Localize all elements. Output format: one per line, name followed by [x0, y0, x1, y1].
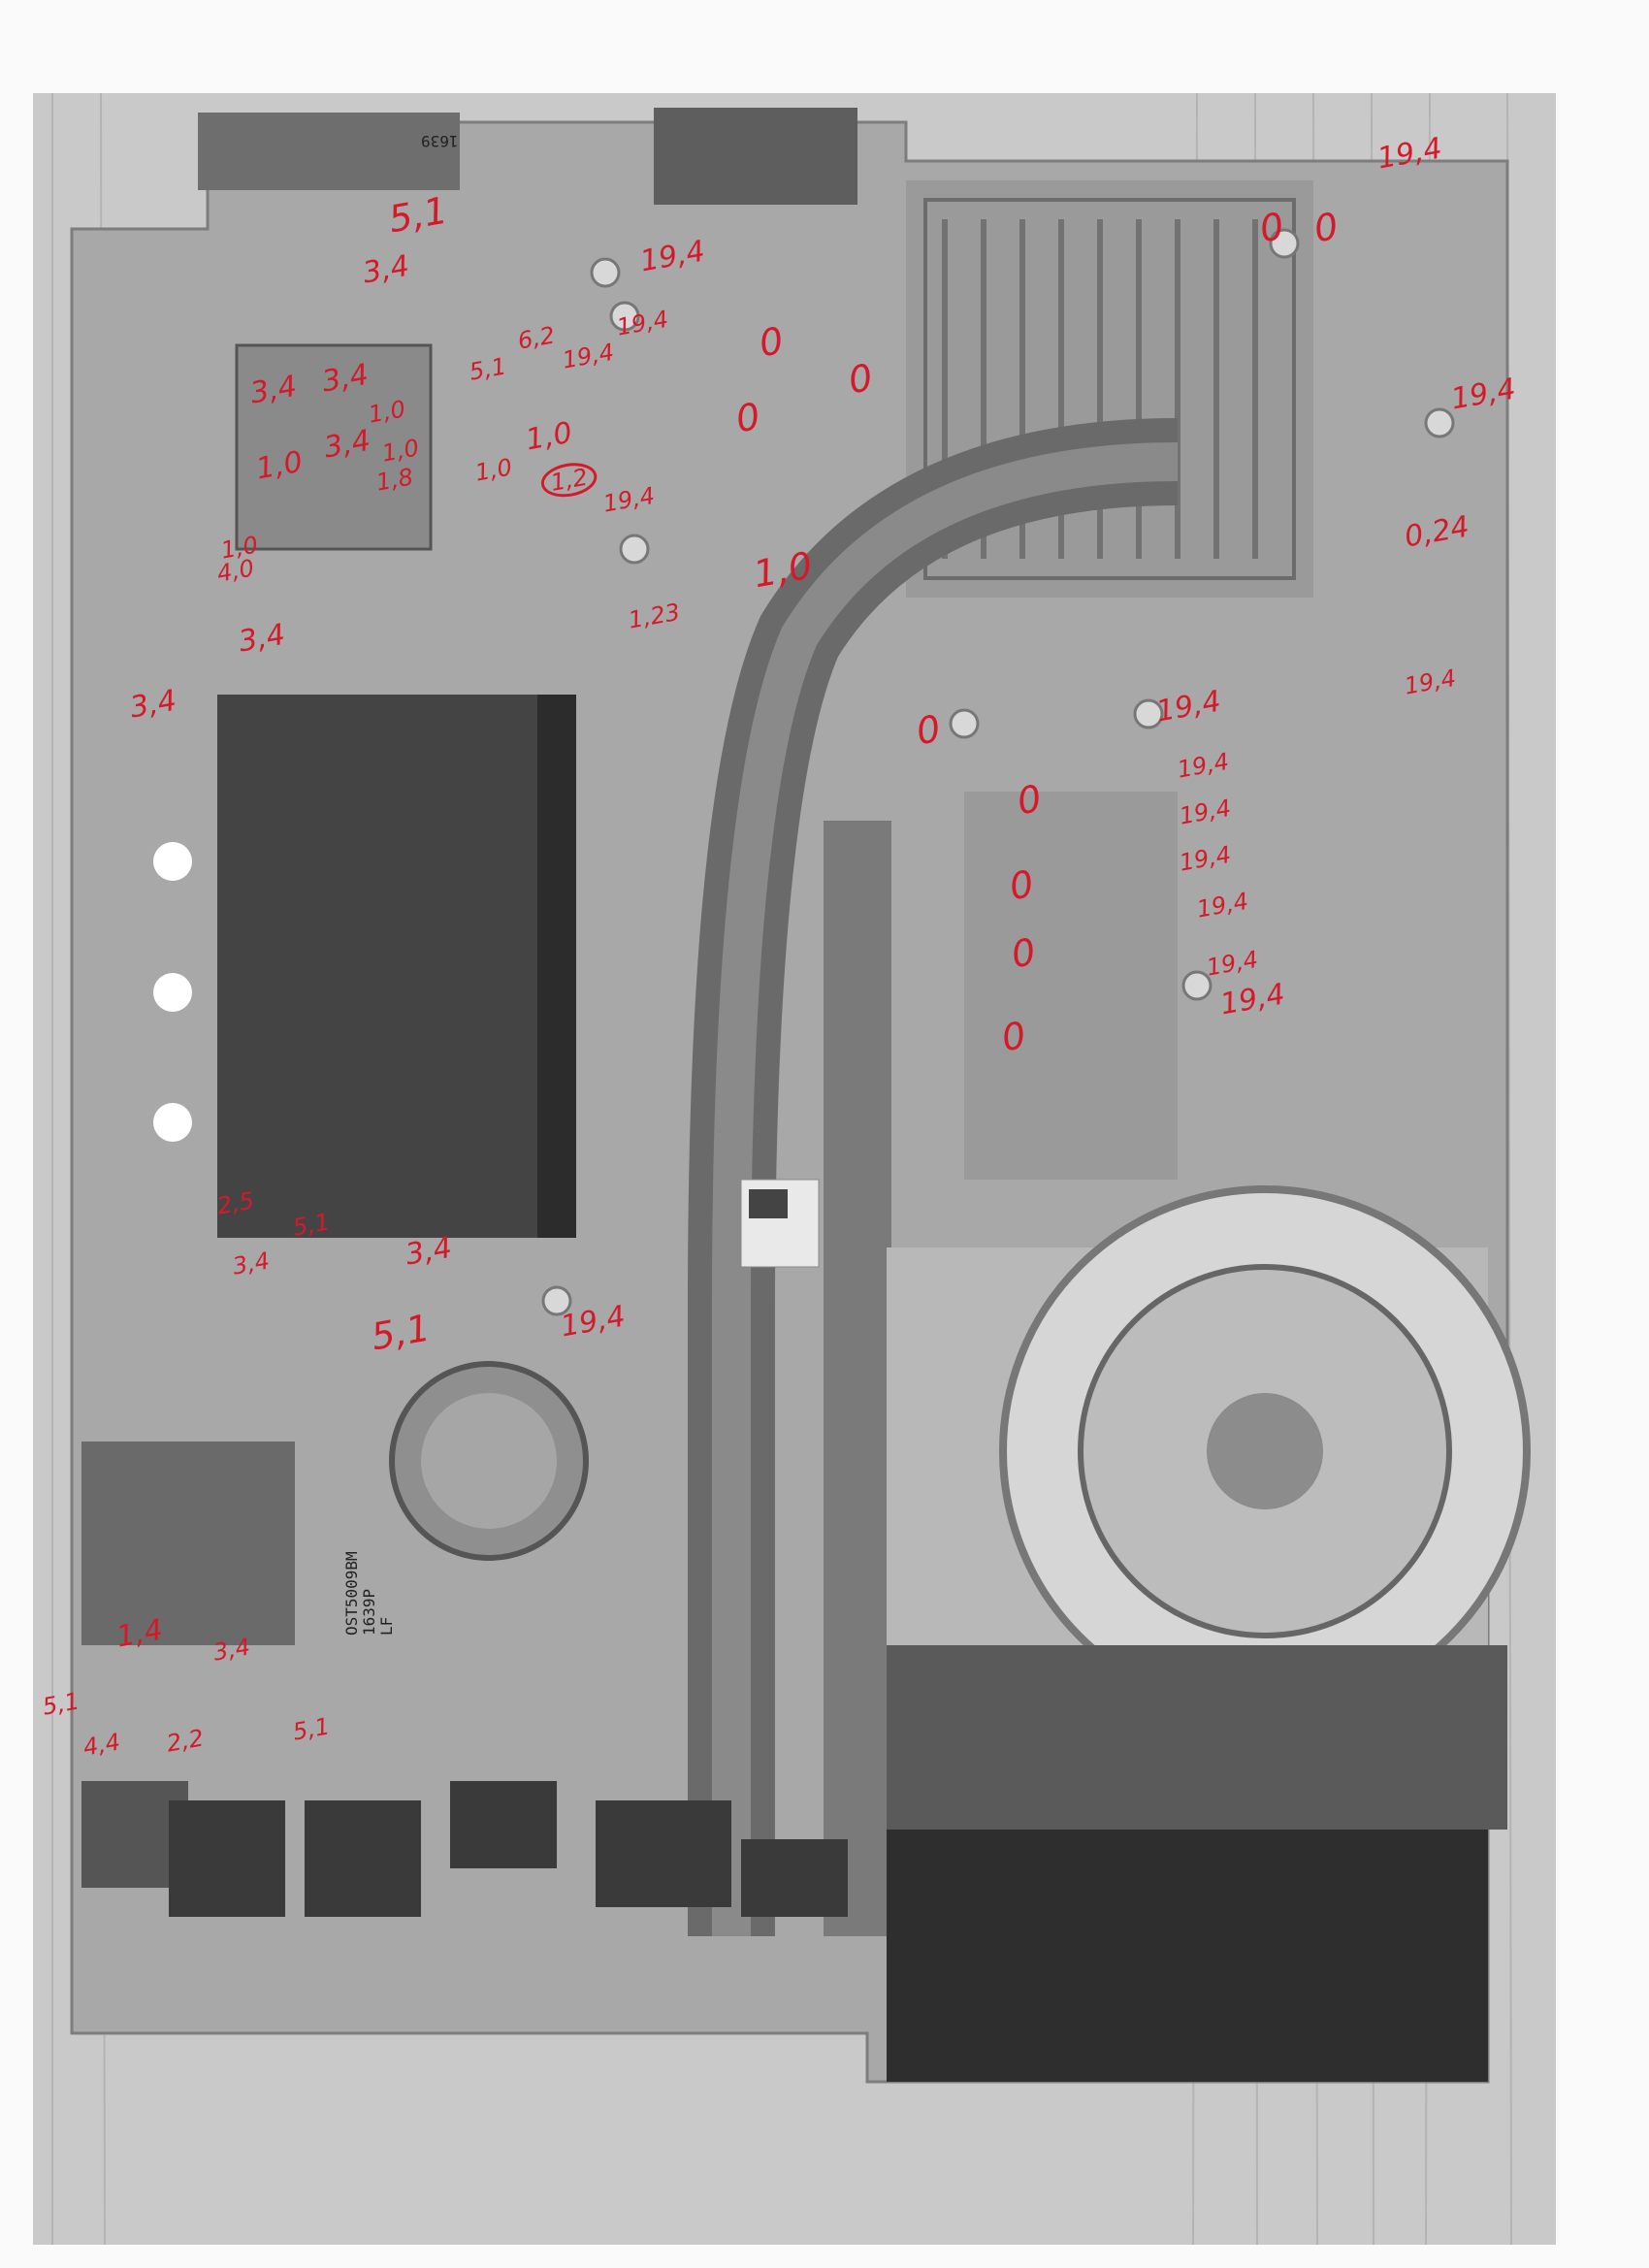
motherboard-drawing [33, 93, 1556, 2245]
voltage-label: 3,4 [230, 1247, 273, 1280]
binder-hole-bottom [153, 1103, 192, 1142]
voltage-label: 5,1 [290, 1208, 333, 1242]
voltage-label: 3,4 [127, 683, 179, 726]
voltage-label: 1,0 [523, 415, 575, 458]
voltage-label: 2,2 [164, 1724, 207, 1758]
voltage-label: 1,0 [253, 444, 306, 487]
voltage-label: 3,4 [247, 369, 300, 411]
voltage-label: 3,4 [403, 1230, 455, 1273]
board-chip-line1: OST5009BM [342, 1551, 361, 1636]
voltage-label: 3,4 [360, 248, 412, 291]
voltage-label: 3,4 [210, 1633, 253, 1667]
voltage-label: 5,1 [385, 188, 451, 242]
voltage-label: 5,1 [290, 1712, 333, 1746]
binder-hole-top [153, 842, 192, 881]
voltage-label: 1,0 [472, 453, 515, 487]
voltage-label: 3,4 [236, 617, 288, 660]
voltage-label: 1,4 [113, 1612, 166, 1655]
voltage-label: 3,4 [321, 423, 373, 466]
voltage-label: 1,0 [366, 395, 408, 429]
voltage-label: 1,0 [379, 434, 422, 468]
voltage-label: 1,8 [373, 463, 416, 497]
voltage-label: 4,0 [214, 554, 257, 588]
voltage-label: 4,4 [81, 1728, 123, 1762]
board-chip-label: OST5009BM 1639P LF [342, 1551, 396, 1636]
voltage-label: 2,5 [214, 1186, 257, 1220]
voltage-label: 5,1 [467, 352, 509, 386]
voltage-label: 3,4 [319, 357, 372, 400]
voltage-label: 1,0 [750, 543, 816, 597]
board-chip-line3: LF [377, 1616, 396, 1636]
voltage-label: 5,1 [368, 1306, 434, 1359]
binder-hole-middle [153, 973, 192, 1012]
board-slot-code: 1639 [421, 132, 459, 150]
board-chip-line2: 1639P [360, 1588, 378, 1636]
voltage-label: 6,2 [515, 321, 558, 355]
voltage-label: 5,1 [40, 1687, 82, 1721]
motherboard-photo: OST5009BM 1639P LF 1639 [33, 93, 1556, 2245]
